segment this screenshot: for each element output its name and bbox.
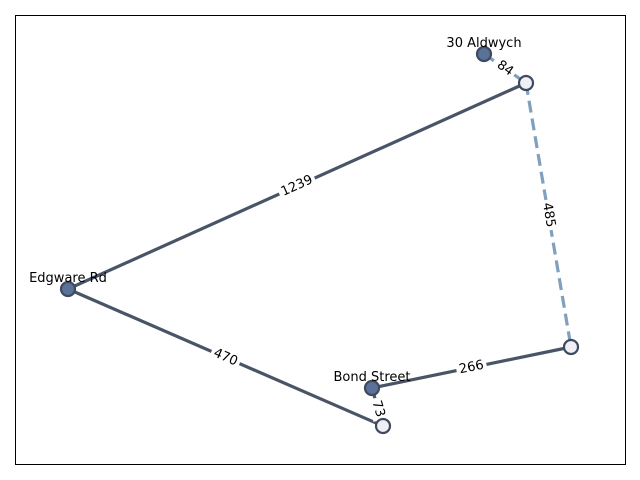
node-aldwych [475,45,493,63]
edge-label-layer: 84 485 1239 470 266 73 [208,55,559,422]
edge-weight-label: 73 [369,399,388,419]
edge-weight-label: 485 [539,202,558,229]
edge-label-e-p1-p2: 485 [538,198,559,232]
edge-weight-label: 266 [458,358,485,378]
node-p1 [517,74,535,92]
edge-label-background [454,356,489,379]
node-label-bond: Bond Street [334,370,411,385]
node-bond [363,379,381,397]
edge-label-e-edgware-p1: 1239 [276,170,318,202]
edge-label-background [491,55,519,82]
edge-label-background [367,395,389,422]
node-label-aldwych: 30 Aldwych [446,36,521,51]
edge-label-e-edgware-p3: 470 [208,344,243,371]
node-p3 [374,417,392,435]
node-layer [59,45,580,435]
node-edgware [59,280,77,298]
node-p2 [562,338,580,356]
edge-label-e-aldwych-p1: 84 [491,55,519,82]
edge-weight-label: 1239 [279,172,315,199]
edge-label-e-bond-p2: 266 [454,356,489,379]
plot-frame [15,15,626,465]
edge-layer [67,52,573,428]
edge-label-background [276,170,318,202]
edge-label-background [538,198,559,232]
node-label-edgware: Edgware Rd [29,271,107,286]
edge-label-e-bond-p3: 73 [367,395,389,422]
edge-label-background [208,344,243,371]
